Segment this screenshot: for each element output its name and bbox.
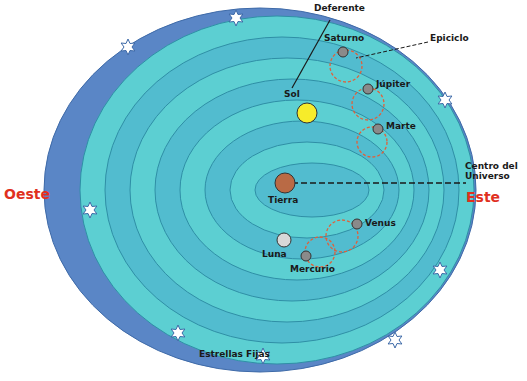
planet-label: Tierra — [268, 196, 298, 206]
center-label: Centro del Universo — [465, 162, 523, 182]
leader-line — [292, 20, 330, 88]
direction-label: Este — [466, 190, 500, 205]
center-line — [292, 182, 466, 183]
leader-line — [356, 42, 428, 58]
planet-label: Saturno — [324, 34, 364, 44]
sphere-rings — [44, 8, 476, 372]
deferent-label: Deferente — [314, 4, 365, 14]
stars-label: Estrellas Fijas — [199, 350, 270, 360]
epicycle-label: Epiciclo — [430, 34, 469, 44]
epicycles — [305, 50, 387, 267]
planet-label: Sol — [284, 90, 300, 100]
direction-label: Oeste — [4, 187, 50, 202]
planet-label: Marte — [386, 122, 416, 132]
planets — [275, 47, 383, 261]
planet-label: Venus — [365, 219, 396, 229]
planet-label: Luna — [262, 250, 287, 260]
planet-label: Júpiter — [376, 80, 410, 90]
planet-label: Mercurio — [290, 265, 335, 275]
fixed-stars — [83, 10, 452, 364]
